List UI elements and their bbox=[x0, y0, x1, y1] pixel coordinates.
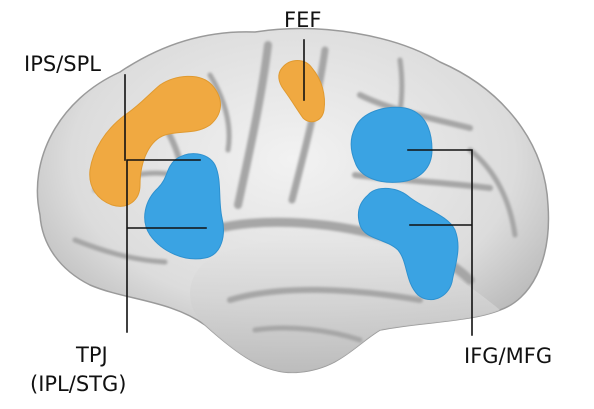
ifg-mfg-label: IFG/MFG bbox=[464, 344, 553, 368]
tpj-leader bbox=[126, 159, 207, 333]
ventral-attention-regions bbox=[144, 106, 459, 300]
mfg-region bbox=[350, 106, 433, 183]
tpj-label: TPJ bbox=[76, 343, 108, 367]
tpj-region bbox=[144, 153, 224, 260]
leader-lines bbox=[124, 39, 473, 336]
ifg-region bbox=[357, 187, 459, 300]
tpj-sublabel: (IPL/STG) bbox=[30, 372, 127, 396]
dorsal-attention-regions bbox=[89, 60, 325, 207]
ips-spl-label: IPS/SPL bbox=[24, 52, 101, 76]
fef-label: FEF bbox=[284, 8, 322, 32]
ips-spl-region bbox=[89, 75, 221, 207]
fef-region bbox=[278, 60, 325, 123]
ifg-mfg-leader bbox=[407, 149, 473, 336]
